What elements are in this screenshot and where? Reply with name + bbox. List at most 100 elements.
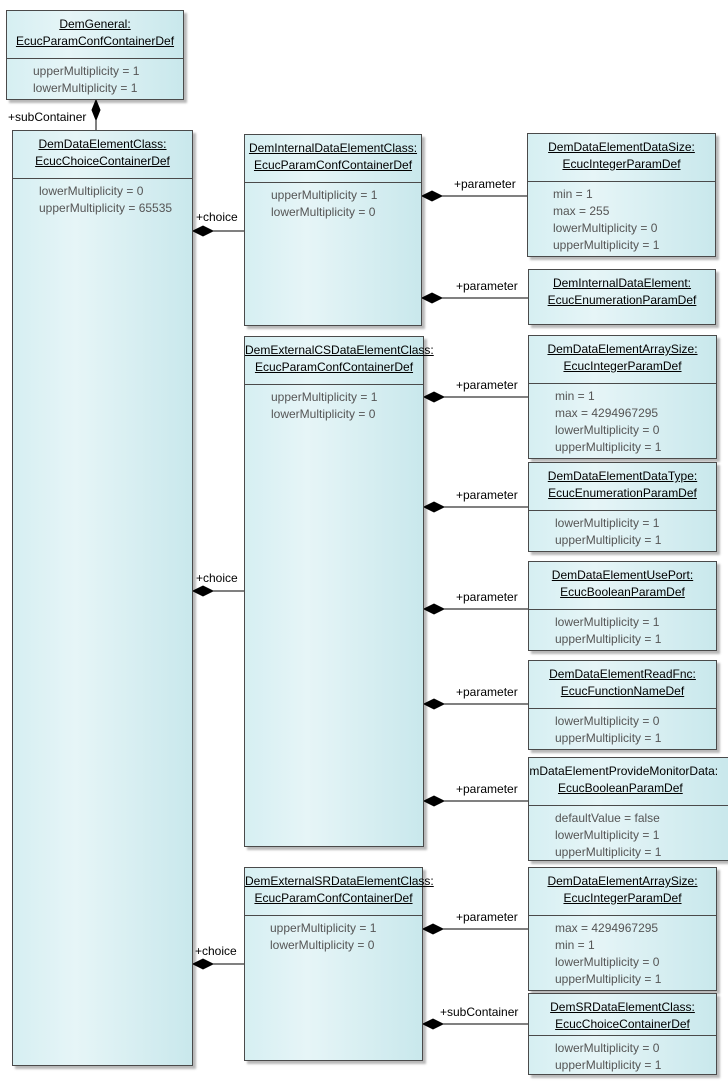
subcontainer-label: +subContainer (8, 110, 87, 124)
composition-diamond (421, 923, 445, 935)
attribute: upperMultiplicity = 1 (271, 390, 378, 404)
attribute: lowerMultiplicity = 0 (39, 184, 144, 198)
cs-data-element-read-fnc[interactable]: DemDataElementReadFnc: EcucFunctionNameD… (528, 660, 717, 750)
attribute: lowerMultiplicity = 1 (555, 615, 660, 629)
attribute: upperMultiplicity = 1 (555, 632, 662, 646)
attribute: upperMultiplicity = 1 (270, 921, 377, 935)
class-name: DemDataElementArraySize: (547, 342, 698, 356)
class-header: DemInternalDataElementClass: EcucParamCo… (245, 135, 421, 183)
composition-diamond (191, 225, 215, 237)
class-header: DemInternalDataElement: EcucEnumerationP… (529, 270, 715, 318)
class-header: DemSRDataElementClass: EcucChoiceContain… (529, 994, 716, 1036)
class-header: DemDataElementUsePort: EcucBooleanParamD… (529, 562, 716, 610)
attribute: max = 4294967295 (555, 921, 659, 935)
composition-diamond (422, 603, 446, 615)
class-header: DemGeneral: EcucParamConfContainerDef (7, 11, 183, 59)
class-attributes: upperMultiplicity = 1 lowerMultiplicity … (245, 183, 421, 221)
class-type: EcucFunctionNameDef (560, 684, 685, 698)
class-type: EcucParamConfContainerDef (254, 360, 414, 374)
attribute: upperMultiplicity = 1 (555, 1058, 662, 1072)
composition-diamond (422, 795, 446, 807)
data-element-data-size[interactable]: DemDataElementDataSize: EcucIntegerParam… (527, 133, 716, 257)
parameter-label: +parameter (456, 685, 518, 699)
attribute: lowerMultiplicity = 0 (555, 714, 660, 728)
data-element-class[interactable]: DemDataElementClass: EcucChoiceContainer… (12, 130, 193, 1066)
composition-diamond (420, 292, 444, 304)
class-name: DemDataElementReadFnc: (549, 667, 696, 681)
class-attributes: min = 1 max = 255 lowerMultiplicity = 0 … (528, 182, 715, 254)
class-attributes: defaultValue = false lowerMultiplicity =… (529, 806, 728, 861)
class-header: DemDataElementClass: EcucChoiceContainer… (13, 131, 192, 179)
composition-diamond (191, 585, 215, 597)
class-attributes: upperMultiplicity = 1 lowerMultiplicity … (245, 916, 422, 954)
attribute: lowerMultiplicity = 1 (555, 516, 660, 530)
attribute: upperMultiplicity = 1 (555, 731, 662, 745)
class-type: EcucChoiceContainerDef (555, 1017, 690, 1031)
sr-data-element-array-size[interactable]: DemDataElementArraySize: EcucIntegerPara… (528, 867, 717, 991)
cs-data-element-data-type[interactable]: DemDataElementDataType: EcucEnumerationP… (528, 462, 717, 552)
attribute: lowerMultiplicity = 0 (270, 938, 375, 952)
cs-data-element-provide-monitor-data[interactable]: DemDataElementProvideMonitorData: EcucBo… (528, 757, 728, 861)
class-type: EcucBooleanParamDef (558, 781, 683, 795)
class-attributes: min = 1 max = 4294967295 lowerMultiplici… (529, 384, 716, 456)
parameter-label: +parameter (456, 378, 518, 392)
class-name: DemDataElementDataType: (547, 469, 698, 483)
class-attributes: lowerMultiplicity = 0 upperMultiplicity … (529, 1036, 716, 1074)
parameter-label: +parameter (456, 488, 518, 502)
class-attributes: lowerMultiplicity = 0 upperMultiplicity … (529, 709, 716, 747)
class-name: DemDataElementProvideMonitorData: (529, 764, 719, 778)
external-sr-data-element-class[interactable]: DemExternalSRDataElementClass: EcucParam… (244, 867, 434, 1061)
attribute: max = 4294967295 (555, 406, 659, 420)
class-attributes: max = 4294967295 min = 1 lowerMultiplici… (529, 916, 716, 988)
subcontainer-label: +subContainer (440, 1005, 519, 1019)
parameter-label: +parameter (456, 590, 518, 604)
class-name: DemDataElementUsePort: (551, 568, 694, 582)
class-attributes: lowerMultiplicity = 0 upperMultiplicity … (13, 179, 192, 217)
composition-diamond (191, 958, 215, 970)
attribute: upperMultiplicity = 1 (555, 533, 662, 547)
choice-label: +choice (196, 210, 238, 224)
class-type: EcucEnumerationParamDef (548, 486, 697, 500)
sr-data-element-class[interactable]: DemSRDataElementClass: EcucChoiceContain… (528, 993, 717, 1075)
attribute: min = 1 (555, 389, 595, 403)
class-header: DemDataElementArraySize: EcucIntegerPara… (529, 336, 716, 384)
class-attributes: upperMultiplicity = 1 lowerMultiplicity … (245, 385, 423, 423)
class-header: DemDataElementReadFnc: EcucFunctionNameD… (529, 661, 716, 709)
attribute: lowerMultiplicity = 0 (555, 423, 660, 437)
class-header: DemExternalCSDataElementClass: EcucParam… (245, 337, 434, 385)
parameter-label: +parameter (456, 279, 518, 293)
attribute: lowerMultiplicity = 0 (271, 407, 376, 421)
internal-data-element-class[interactable]: DemInternalDataElementClass: EcucParamCo… (244, 134, 422, 326)
attribute: min = 1 (555, 938, 595, 952)
class-name: DemSRDataElementClass: (550, 1000, 695, 1014)
class-header: DemDataElementArraySize: EcucIntegerPara… (529, 868, 716, 916)
class-type: EcucParamConfContainerDef (15, 34, 175, 48)
class-name: DemExternalCSDataElementClass: (245, 343, 434, 357)
internal-data-element[interactable]: DemInternalDataElement: EcucEnumerationP… (528, 269, 716, 325)
attribute: lowerMultiplicity = 1 (33, 81, 138, 95)
class-type: EcucBooleanParamDef (560, 585, 685, 599)
parameter-label: +parameter (456, 910, 518, 924)
class-header: DemDataElementProvideMonitorData: EcucBo… (529, 758, 728, 806)
attribute: upperMultiplicity = 1 (553, 238, 660, 252)
dem-general-class[interactable]: DemGeneral: EcucParamConfContainerDef up… (6, 10, 184, 100)
attribute: lowerMultiplicity = 0 (271, 205, 376, 219)
parameter-label: +parameter (456, 782, 518, 796)
class-attributes: lowerMultiplicity = 1 upperMultiplicity … (529, 610, 716, 648)
external-cs-data-element-class[interactable]: DemExternalCSDataElementClass: EcucParam… (244, 336, 434, 847)
cs-data-element-array-size[interactable]: DemDataElementArraySize: EcucIntegerPara… (528, 335, 717, 459)
attribute: upperMultiplicity = 1 (555, 440, 662, 454)
attribute: upperMultiplicity = 65535 (39, 201, 173, 215)
class-type: EcucParamConfContainerDef (253, 158, 413, 172)
class-type: EcucIntegerParamDef (563, 359, 682, 373)
class-attributes: lowerMultiplicity = 1 upperMultiplicity … (529, 511, 716, 549)
attribute: defaultValue = false (555, 811, 660, 825)
composition-diamond (422, 698, 446, 710)
attribute: upperMultiplicity = 1 (33, 64, 140, 78)
class-type: EcucParamConfContainerDef (254, 891, 413, 905)
attribute: max = 255 (553, 204, 610, 218)
cs-data-element-use-port[interactable]: DemDataElementUsePort: EcucBooleanParamD… (528, 561, 717, 651)
composition-diamond (421, 1018, 445, 1030)
class-header: DemExternalSRDataElementClass: EcucParam… (245, 868, 434, 916)
class-header: DemDataElementDataType: EcucEnumerationP… (529, 463, 716, 511)
